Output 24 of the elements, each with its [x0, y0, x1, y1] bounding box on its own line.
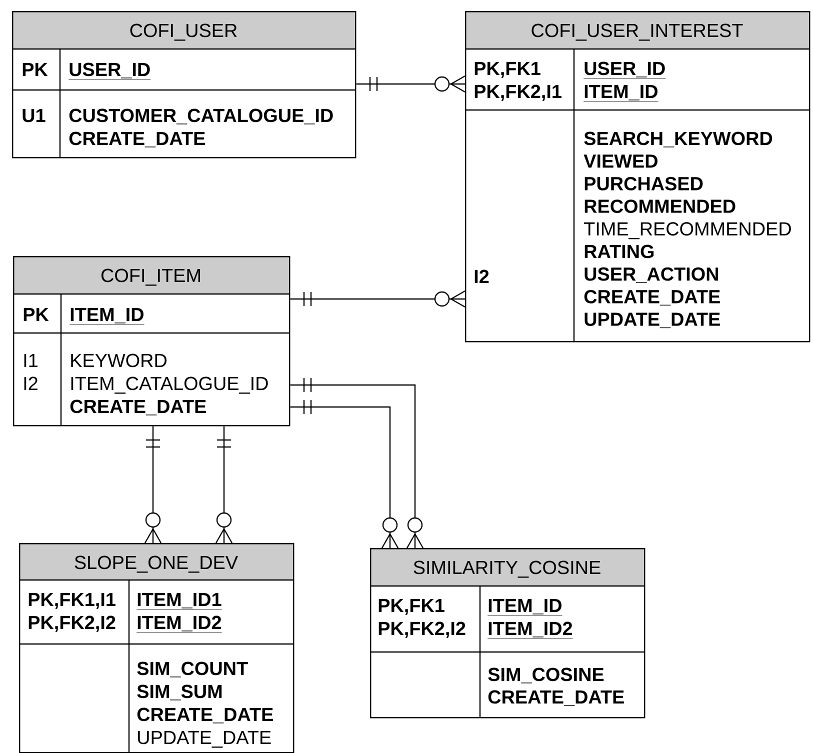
column-cell: SIM_COUNT SIM_SUM CREATE_DATE UPDATE_DATE: [137, 662, 273, 748]
key-cell: USER_ID: [68, 62, 151, 80]
relationship-line: [144, 426, 162, 544]
relationship-line: [290, 290, 466, 308]
column-cell: SEARCH_KEYWORD VIEWED PURCHASED RECOMMENDED TIME_RECOMMENDED RATING USER_ACTION CREATE_DATE UPDATE_DATE: [584, 132, 791, 328]
relationship-line: [290, 378, 424, 548]
relationship-line: [356, 75, 466, 93]
column-cell: SIM_COSINE CREATE_DATE: [488, 668, 624, 706]
relationship-line: [290, 400, 399, 548]
column-cell: KEYWORD ITEM_CATALOGUE_ID CREATE_DATE: [70, 354, 268, 416]
relationship-line: [215, 426, 233, 544]
key-cell: PK,FK1 PK,FK2,I2: [378, 598, 466, 638]
column-cell: U1: [22, 108, 46, 122]
key-cell: PK,FK1 PK,FK2,I1: [474, 62, 562, 101]
key-cell: ITEM_ID: [69, 308, 144, 325]
key-cell: ITEM_ID ITEM_ID2: [487, 598, 573, 639]
column-cell: I1 I2: [24, 354, 38, 390]
column-cell: I2: [474, 270, 489, 283]
key-cell: ITEM_ID1 ITEM_ID2: [136, 592, 222, 633]
key-cell: PK: [24, 308, 49, 321]
column-cell: CUSTOMER_CATALOGUE_ID CREATE_DATE: [69, 108, 333, 148]
key-cell: PK: [22, 62, 48, 76]
key-cell: USER_ID ITEM_ID: [583, 62, 666, 102]
key-cell: PK,FK1,I1 PK,FK2,I2: [28, 592, 116, 632]
